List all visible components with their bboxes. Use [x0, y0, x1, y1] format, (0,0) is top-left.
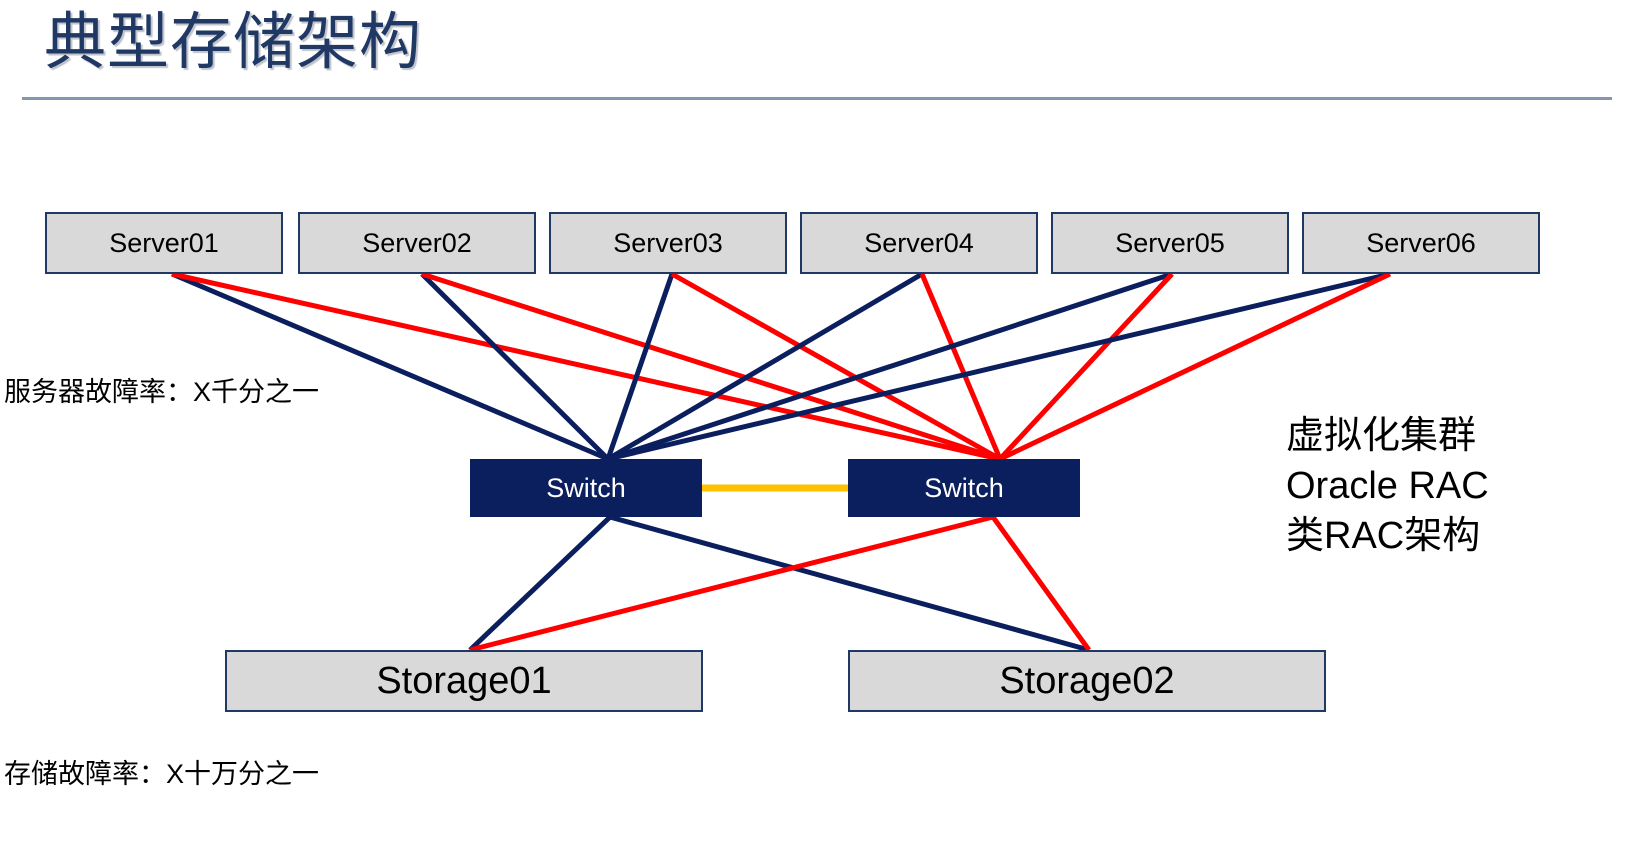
link-server5-switch1 [607, 271, 1173, 462]
link-switch2-storage2 [990, 515, 1092, 652]
page-title: 典型存储架构 [44, 8, 423, 77]
link-switch2-storage1 [469, 514, 994, 653]
server-node-2[interactable]: Server02 [298, 212, 536, 274]
switch-node-1[interactable]: Switch [470, 459, 702, 517]
server-node-1[interactable]: Server01 [45, 212, 283, 274]
cluster-notes: 虚拟化集群 Oracle RAC 类RAC架构 [1286, 411, 1489, 561]
server-node-5[interactable]: Server05 [1051, 212, 1289, 274]
cluster-note-line-3: 类RAC架构 [1286, 515, 1481, 557]
server-node-4[interactable]: Server04 [800, 212, 1038, 274]
link-switch1-storage2 [609, 514, 1090, 653]
server-node-6-label: Server06 [1366, 227, 1476, 258]
server-node-3-label: Server03 [613, 227, 723, 258]
link-server2-switch1 [420, 272, 610, 461]
server-failure-rate-label: 服务器故障率：X千分之一 [4, 377, 320, 407]
cluster-note-line-2: Oracle RAC [1286, 465, 1489, 507]
storage-node-2[interactable]: Storage02 [848, 650, 1326, 712]
link-server2-switch2 [421, 271, 1001, 462]
server-node-1-label: Server01 [109, 227, 219, 258]
link-server6-switch1 [607, 271, 1391, 462]
storage-failure-rate-label: 存储故障率：X十万分之一 [4, 759, 320, 789]
link-lines [171, 271, 1392, 653]
switch-node-1-label: Switch [546, 472, 626, 503]
link-server4-switch1 [606, 271, 924, 462]
storage-node-2-label: Storage02 [999, 659, 1175, 702]
link-server3-switch1 [605, 273, 675, 460]
title-divider [22, 97, 1612, 100]
server-node-2-label: Server02 [362, 227, 472, 258]
server-node-3[interactable]: Server03 [549, 212, 787, 274]
link-switch1-storage1 [468, 515, 612, 652]
link-server1-switch1 [171, 271, 609, 462]
storage-node-1[interactable]: Storage01 [225, 650, 703, 712]
server-node-5-label: Server05 [1115, 227, 1225, 258]
cluster-note-line-1: 虚拟化集群 [1286, 415, 1477, 457]
link-server6-switch2 [998, 271, 1392, 462]
link-server1-switch2 [171, 271, 1001, 462]
switch-node-2[interactable]: Switch [848, 459, 1080, 517]
link-server5-switch2 [998, 272, 1174, 461]
server-node-4-label: Server04 [864, 227, 974, 258]
link-server4-switch2 [919, 273, 1003, 460]
server-node-6[interactable]: Server06 [1302, 212, 1540, 274]
storage-node-1-label: Storage01 [376, 659, 552, 702]
switch-node-2-label: Switch [924, 472, 1004, 503]
link-server3-switch2 [670, 271, 1002, 462]
